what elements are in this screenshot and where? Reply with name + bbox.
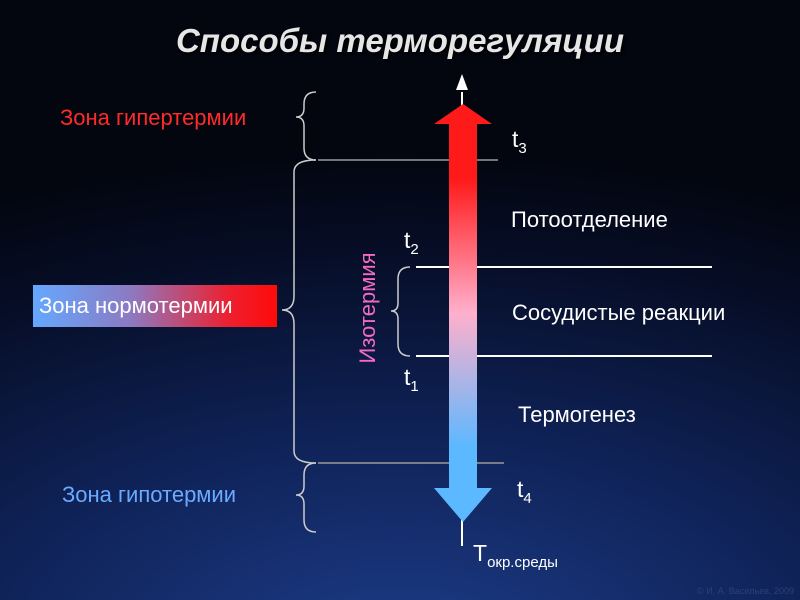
hypothermia-zone-label: Зона гипотермии — [62, 482, 237, 507]
normothermia-brace — [281, 159, 317, 464]
t4-label: t4 — [517, 476, 532, 507]
temperature-gradient-arrow — [434, 104, 492, 522]
sweating-label: Потоотделение — [511, 207, 668, 232]
normothermia-zone-label: Зона нормотермии — [33, 285, 277, 327]
vascular-reactions-label: Сосудистые реакции — [512, 300, 726, 325]
hyperthermia-brace — [295, 91, 317, 161]
ambient-temperature-label: Токр.среды — [473, 540, 558, 571]
axis-arrowhead — [456, 74, 468, 90]
isothermia-brace — [390, 266, 411, 357]
hypothermia-brace — [295, 462, 317, 533]
t3-label: t3 — [512, 126, 527, 157]
isothermia-label: Изотермия — [355, 252, 380, 364]
slide-title: Способы терморегуляции — [175, 22, 625, 59]
copyright-note: © И. А. Васильев, 2009 — [697, 586, 794, 596]
t2-label: t2 — [404, 227, 419, 258]
thermogenesis-label: Термогенез — [518, 402, 636, 427]
t1-label: t1 — [404, 364, 419, 395]
hyperthermia-zone-label: Зона гипертермии — [60, 105, 247, 130]
